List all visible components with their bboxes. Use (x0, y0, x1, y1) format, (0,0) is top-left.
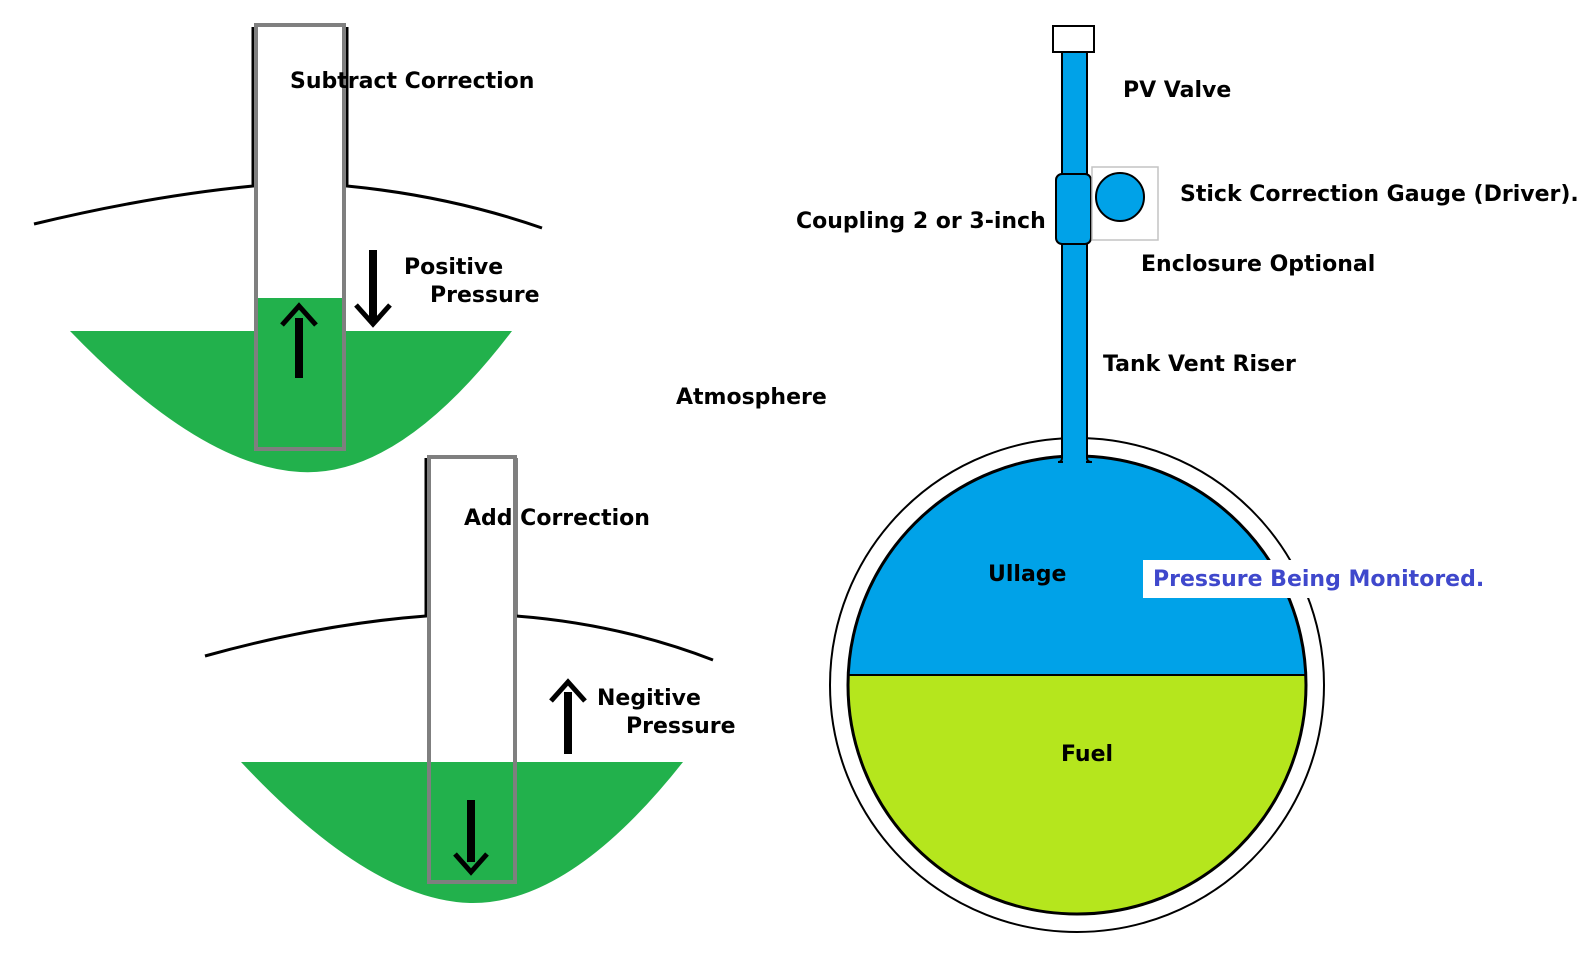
positive-pressure-panel: Subtract Correction Positive Pressure (33, 23, 543, 473)
add-correction-label: Add Correction (464, 506, 650, 531)
enclosure-optional-label: Enclosure Optional (1141, 252, 1375, 277)
pv-valve-label: PV Valve (1123, 78, 1231, 103)
subtract-correction-label: Subtract Correction (290, 69, 534, 94)
fuel-region (848, 675, 1306, 914)
negative-pressure-panel: Add Correction Negitive Pressure (204, 455, 736, 904)
negative-tank-top-outline (204, 458, 714, 662)
negative-pressure-label-line1: Negitive (597, 686, 701, 711)
pressure-monitored-label: Pressure Being Monitored. (1153, 567, 1484, 592)
pv-valve-cap (1052, 25, 1095, 53)
tank-vent-riser (1057, 51, 1093, 463)
pressure-monitored-label-background (1143, 560, 1479, 598)
coupling-label: Coupling 2 or 3-inch (796, 209, 1046, 234)
negative-up-arrow-icon (549, 678, 587, 754)
positive-up-arrow-icon (280, 302, 318, 378)
negative-gauge-tube (427, 455, 517, 884)
ullage-label: Ullage (988, 562, 1066, 587)
positive-pressure-label-line2: Pressure (430, 283, 540, 308)
tank-assembly: PV Valve Stick Correction Gauge (Driver)… (796, 25, 1579, 933)
positive-pressure-label-line1: Positive (404, 255, 503, 280)
positive-down-arrow-icon (354, 250, 392, 328)
tank-vent-riser-label: Tank Vent Riser (1103, 352, 1296, 377)
positive-gauge-tube (254, 23, 346, 451)
stick-correction-gauge-icon (1095, 172, 1145, 222)
negative-pressure-label-line2: Pressure (626, 714, 736, 739)
coupling (1055, 173, 1092, 245)
fuel-label: Fuel (1061, 742, 1113, 767)
atmosphere-label: Atmosphere (676, 385, 827, 410)
stick-correction-gauge-label: Stick Correction Gauge (Driver). (1180, 182, 1579, 207)
negative-down-arrow-icon (453, 800, 489, 876)
positive-tank-top-outline (33, 27, 543, 230)
riser-base-fill (1063, 440, 1086, 465)
